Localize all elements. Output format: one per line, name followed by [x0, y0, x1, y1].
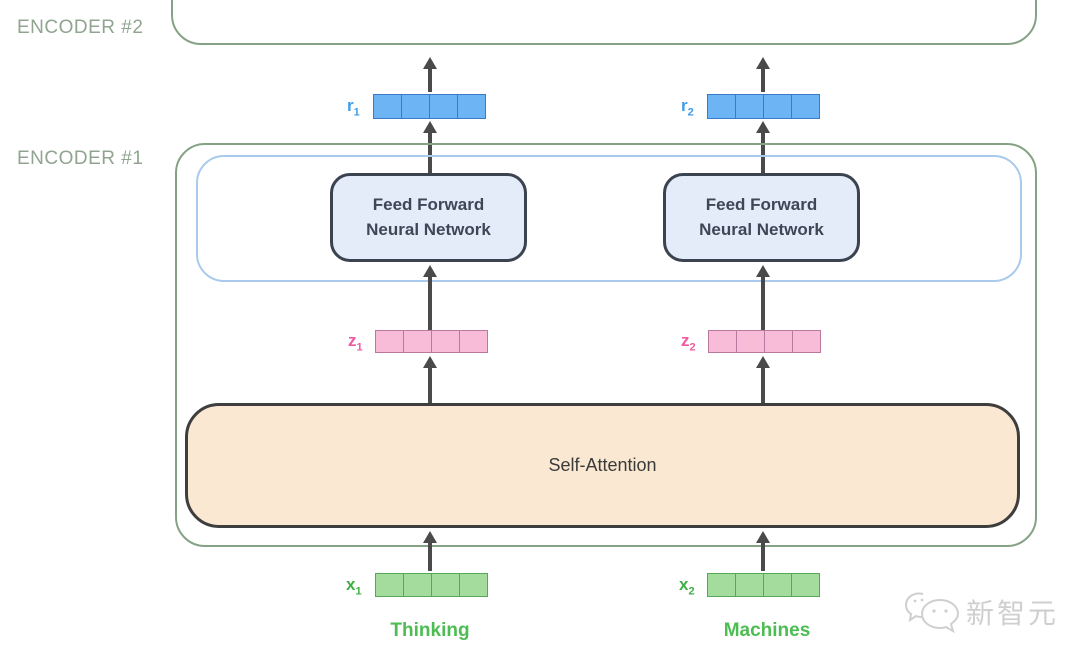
encoder1-label: ENCODER #1: [17, 148, 144, 169]
vector-label-x1: x1: [346, 575, 362, 598]
arrow-x1-to-self-attention: [423, 531, 437, 571]
feed-forward-layer-container: [196, 155, 1022, 282]
watermark: 新智元: [902, 586, 1059, 638]
watermark-text: 新智元: [966, 598, 1060, 629]
vector-label-x2: x2: [679, 575, 695, 598]
feed-forward-box-2: Feed Forward Neural Network: [663, 173, 860, 262]
vector-label-r1: r1: [347, 96, 360, 119]
vector-label-z2: z2: [681, 331, 696, 354]
arrow-r1-to-encoder2: [423, 57, 437, 92]
vector-label-z1: z1: [348, 331, 363, 354]
feed-forward-text-line2: Neural Network: [699, 219, 824, 239]
arrow-x2-to-self-attention: [756, 531, 770, 571]
feed-forward-box-1: Feed Forward Neural Network: [330, 173, 527, 262]
feed-forward-text-line1: Feed Forward: [705, 194, 818, 214]
token-label-thinking: Thinking: [390, 620, 470, 641]
vector-z2: [708, 330, 821, 353]
arrow-self-attention-to-z2: [756, 356, 770, 403]
vector-z1: [375, 330, 488, 353]
self-attention-text: Self-Attention: [548, 455, 657, 475]
encoder2-label: ENCODER #2: [17, 17, 144, 38]
arrow-ff2-to-r2: [756, 121, 770, 173]
vector-r1: [373, 94, 486, 119]
arrow-ff1-to-r1: [423, 121, 437, 173]
self-attention-box: Self-Attention: [185, 403, 1020, 528]
vector-x1: [375, 573, 488, 597]
encoder1-box: [175, 143, 1037, 547]
vector-r2: [707, 94, 820, 119]
encoder2-box: [171, 0, 1037, 45]
arrow-z1-to-ff1: [423, 265, 437, 330]
vector-label-r2: r2: [681, 96, 694, 119]
token-label-machines: Machines: [723, 620, 811, 641]
arrow-r2-to-encoder2: [756, 57, 770, 92]
arrow-self-attention-to-z1: [423, 356, 437, 403]
arrow-z2-to-ff2: [756, 265, 770, 330]
vector-x2: [707, 573, 820, 597]
wechat-chat-bubbles-icon: [904, 592, 960, 634]
feed-forward-text-line1: Feed Forward: [372, 194, 485, 214]
feed-forward-text-line2: Neural Network: [366, 219, 491, 239]
